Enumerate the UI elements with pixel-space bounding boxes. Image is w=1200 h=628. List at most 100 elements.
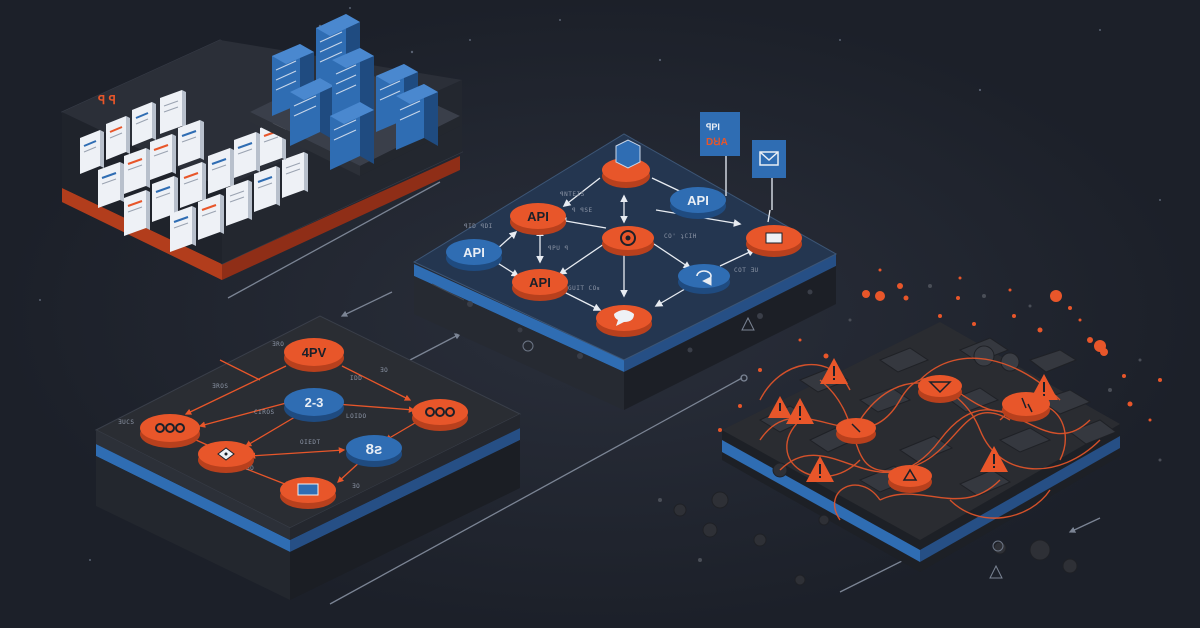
server-rack-icon <box>332 48 374 122</box>
warning-icon <box>806 456 834 482</box>
document-icon <box>234 132 260 178</box>
warning-icon <box>989 564 1003 579</box>
svg-text:ꟼID ꟼDI: ꟼID ꟼDI <box>464 223 493 230</box>
box-icon <box>615 139 641 169</box>
node-apv-label: 4PV <box>302 345 327 360</box>
warning-icon <box>741 316 755 331</box>
document-icon <box>150 134 176 180</box>
node-right-gears[interactable] <box>412 399 468 431</box>
document-icon <box>208 148 234 194</box>
node-api-b-label: API <box>463 245 485 260</box>
svg-text:ƎO: ƎO <box>352 483 360 490</box>
document-icon <box>132 102 156 146</box>
target-icon <box>620 230 636 246</box>
workflow-edges <box>184 359 421 488</box>
node-2-3[interactable]: 2-3 <box>284 388 344 422</box>
svg-text:GUIT COᴚ: GUIT COᴚ <box>568 285 600 292</box>
chat-icon <box>614 310 634 326</box>
warning-icon <box>820 358 848 384</box>
svg-text:ƎO: ƎO <box>246 465 254 472</box>
node-bottom-card[interactable] <box>280 477 336 509</box>
document-icon <box>80 130 104 174</box>
refresh-icon <box>696 270 712 286</box>
flag-right <box>752 140 786 210</box>
gears-icon <box>155 423 185 433</box>
node-port <box>992 540 1004 552</box>
svg-text:ƎROS: ƎROS <box>212 383 228 390</box>
platform-glyph: ꟼ ꟼ <box>98 93 116 107</box>
svg-text:ƎO: ƎO <box>380 367 388 374</box>
documents-platform: ꟼ ꟼ <box>61 14 464 280</box>
connector-arrow <box>340 291 393 317</box>
document-icon <box>180 162 206 208</box>
node-2-3-label: 2-3 <box>305 395 324 410</box>
flag-left-line2: DꞞA <box>706 137 728 148</box>
document-icon <box>282 152 308 198</box>
svg-text:ꟼNTEIS: ꟼNTEIS <box>560 191 585 198</box>
warning-icon <box>786 398 814 424</box>
document-icon <box>106 116 130 160</box>
broken-platform <box>658 268 1162 586</box>
card-icon <box>297 483 319 496</box>
flag-left-line1: ꟼPI <box>706 122 720 132</box>
svg-text:LOIDO: LOIDO <box>346 413 367 420</box>
svg-text:CIROS: CIROS <box>254 409 275 416</box>
node-hub[interactable] <box>602 226 654 256</box>
node-api-b[interactable]: API <box>446 239 502 271</box>
workflow-platform: ƎRO ƎROS IDD ƎO CIROS LOIDO OIEDT ƎO ƎUC… <box>94 315 522 600</box>
server-rack-icon <box>396 84 438 150</box>
card-icon <box>765 232 783 244</box>
broken-node <box>836 418 876 444</box>
gears-icon <box>425 407 455 417</box>
node-api-a[interactable]: API <box>510 203 566 235</box>
svg-text:OIEDT: OIEDT <box>300 439 321 446</box>
node-right[interactable] <box>746 225 802 257</box>
document-stack <box>80 90 308 252</box>
svg-text:COT ƎU: COT ƎU <box>734 267 759 274</box>
connector-arrow <box>1068 517 1101 533</box>
node-8s[interactable]: 8ƨ <box>346 435 402 467</box>
dice-icon <box>217 447 235 461</box>
document-icon <box>152 176 178 222</box>
background-dots <box>39 7 1161 561</box>
node-port <box>522 340 534 352</box>
node-api-d-label: API <box>687 193 709 208</box>
node-left[interactable] <box>140 414 200 448</box>
document-icon <box>160 90 186 134</box>
envelope-icon <box>759 151 779 166</box>
server-cluster <box>250 14 460 176</box>
document-icon <box>170 206 196 252</box>
document-icon <box>254 166 280 212</box>
svg-text:IDD: IDD <box>350 375 362 382</box>
svg-text:CO' ʇCIH: CO' ʇCIH <box>664 233 697 240</box>
node-8s-label: 8ƨ <box>366 441 383 458</box>
broken-node <box>1002 392 1050 422</box>
node-mid[interactable] <box>198 441 254 473</box>
document-icon <box>124 148 150 194</box>
node-api-a-label: API <box>527 209 549 224</box>
svg-text:ꟼPU ꟼ: ꟼPU ꟼ <box>548 245 569 252</box>
node-sync[interactable] <box>678 264 730 294</box>
broken-node <box>888 465 932 493</box>
api-network-platform: ꟼPI DꞞA <box>412 112 838 410</box>
broken-node <box>918 375 962 403</box>
particles <box>718 268 1162 432</box>
node-api-d[interactable]: API <box>670 187 726 219</box>
document-icon <box>198 194 224 240</box>
document-icon <box>178 120 204 166</box>
node-bottom[interactable] <box>596 305 652 337</box>
node-apv[interactable]: 4PV <box>284 338 344 372</box>
micro-labels: ꟼNTEIS ꟼID ꟼDI ꟼPU ꟼ ꟼ ꟼSE CO' ʇCIH GUIT… <box>464 191 759 292</box>
svg-text:ƎUCS: ƎUCS <box>118 419 134 426</box>
node-api-c-label: API <box>529 275 551 290</box>
document-icon <box>226 180 252 226</box>
node-top[interactable] <box>602 139 650 188</box>
document-icon <box>98 162 124 208</box>
connector-arrow <box>409 333 462 361</box>
node-api-c[interactable]: API <box>512 269 568 301</box>
document-icon <box>124 190 150 236</box>
flag-left: ꟼPI DꞞA <box>700 112 740 196</box>
gray-particles <box>658 284 1162 562</box>
server-rack-icon <box>330 102 374 170</box>
